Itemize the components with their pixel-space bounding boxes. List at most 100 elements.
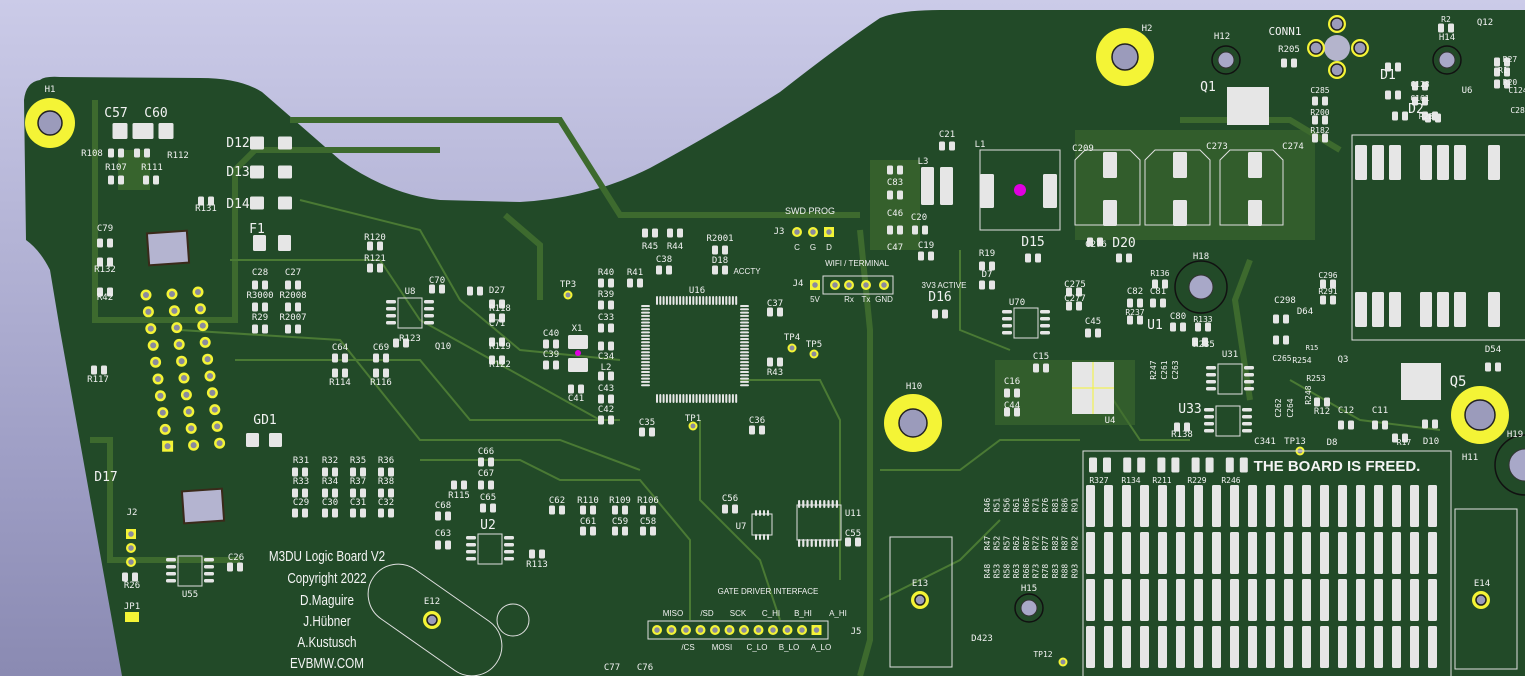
pad (608, 278, 614, 288)
pad (1137, 298, 1143, 308)
silkscreen-label-j3: J3 (774, 227, 785, 237)
silkscreen-label-r136: R136 (1150, 269, 1169, 278)
silkscreen-label-c46: C46 (887, 209, 903, 219)
silkscreen-label-h14: H14 (1439, 33, 1455, 43)
hole-h18[interactable] (1174, 260, 1228, 314)
connector-gd1-pin-center (159, 409, 166, 416)
jumper-jp1[interactable] (125, 612, 139, 622)
pad (1266, 579, 1275, 621)
header-j5-pin-center (799, 627, 805, 633)
pad (740, 367, 749, 370)
pad (1355, 292, 1367, 327)
pad (1428, 579, 1437, 621)
pad (1127, 298, 1133, 308)
silkscreen-label-r87: R87 (1061, 536, 1070, 551)
pad (1428, 626, 1437, 668)
silkscreen-label-c275: C275 (1064, 280, 1086, 290)
pad (1302, 485, 1311, 527)
pad (1040, 331, 1050, 335)
pad (735, 296, 738, 305)
pad (1066, 301, 1072, 311)
pad (360, 508, 366, 518)
pad (1392, 532, 1401, 574)
silkscreen-label-r92: R92 (1070, 536, 1079, 551)
header-j3-pin-center (794, 229, 800, 235)
connector-gd1-pin-center (188, 425, 195, 432)
silkscreen-label-c42: C42 (598, 405, 614, 415)
silkscreen-label-r106: R106 (637, 496, 659, 506)
silkscreen-label-r45: R45 (642, 242, 658, 252)
silkscreen-label-d1: D1 (1380, 68, 1396, 83)
pad (1488, 145, 1500, 180)
pad (386, 314, 396, 318)
pad (1176, 626, 1185, 668)
silkscreen-label-c71: C71 (489, 319, 505, 329)
pad (295, 302, 301, 312)
pad (1355, 145, 1367, 180)
silkscreen-label-d14: D14 (226, 197, 250, 212)
header-j5-pin-center (697, 627, 704, 633)
pad (641, 364, 650, 367)
pad (656, 394, 658, 403)
silkscreen-label-r27: R27 (1503, 55, 1518, 64)
pad (388, 508, 394, 518)
pin-label: /CS (681, 643, 694, 652)
pad (377, 241, 383, 251)
pad (669, 296, 672, 305)
connector-gd1-pin-center (199, 322, 206, 329)
silkscreen-label-c29: C29 (293, 498, 309, 508)
pad (1410, 532, 1419, 574)
hole-h14[interactable] (1432, 45, 1462, 75)
pad (1162, 279, 1168, 289)
silkscreen-label-r73: R73 (1032, 564, 1041, 579)
silkscreen-label-r44: R44 (667, 242, 683, 252)
silkscreen-label-c39: C39 (543, 350, 559, 360)
pad (641, 331, 650, 334)
pad (285, 324, 291, 334)
pad (1356, 532, 1365, 574)
pad (1432, 111, 1438, 121)
pad (1284, 579, 1293, 621)
pad (767, 534, 769, 540)
header-j5-pin-center (712, 627, 718, 633)
pad (1212, 532, 1221, 574)
pad (740, 361, 749, 364)
pad (1322, 133, 1328, 143)
hole-h14-drill (1438, 51, 1456, 69)
connector-gd1-pin-center (171, 307, 178, 314)
pad (1392, 626, 1401, 668)
silkscreen-label-r52: R52 (993, 536, 1002, 551)
pad (692, 296, 695, 305)
silkscreen-label-r17: R17 (1397, 438, 1412, 447)
pad (666, 265, 672, 275)
header-j3-pin-center (810, 229, 816, 235)
gate-driver-label: GATE DRIVER INTERFACE (718, 587, 819, 596)
silkscreen-label-r81: R81 (1051, 498, 1060, 513)
silkscreen-label-r43: R43 (767, 368, 783, 378)
pad (262, 302, 268, 312)
silkscreen-label-r82: R82 (1051, 536, 1060, 551)
pad (715, 394, 718, 403)
silkscreen-label-c56: C56 (722, 494, 738, 504)
pad (204, 565, 214, 569)
pad (144, 148, 150, 158)
pad (1428, 532, 1437, 574)
silkscreen-label-tp1: TP1 (685, 414, 701, 424)
silkscreen-label-c262: C262 (1274, 398, 1283, 417)
hole-h15[interactable] (1014, 593, 1044, 623)
pad (250, 136, 264, 150)
pad (682, 394, 685, 403)
hole-h12[interactable] (1211, 45, 1241, 75)
silkscreen-label-r12: R12 (1314, 407, 1330, 417)
website-text: EVBMW.COM (290, 655, 364, 672)
test-point-center (811, 351, 817, 357)
header-j4-pin-center (832, 282, 838, 288)
pad (1338, 420, 1344, 430)
pad (198, 196, 204, 206)
pad (672, 394, 675, 403)
pad (138, 123, 154, 139)
pad (204, 572, 214, 576)
hole-h19[interactable] (1494, 434, 1525, 496)
silkscreen-label-c81: C81 (1150, 287, 1166, 297)
